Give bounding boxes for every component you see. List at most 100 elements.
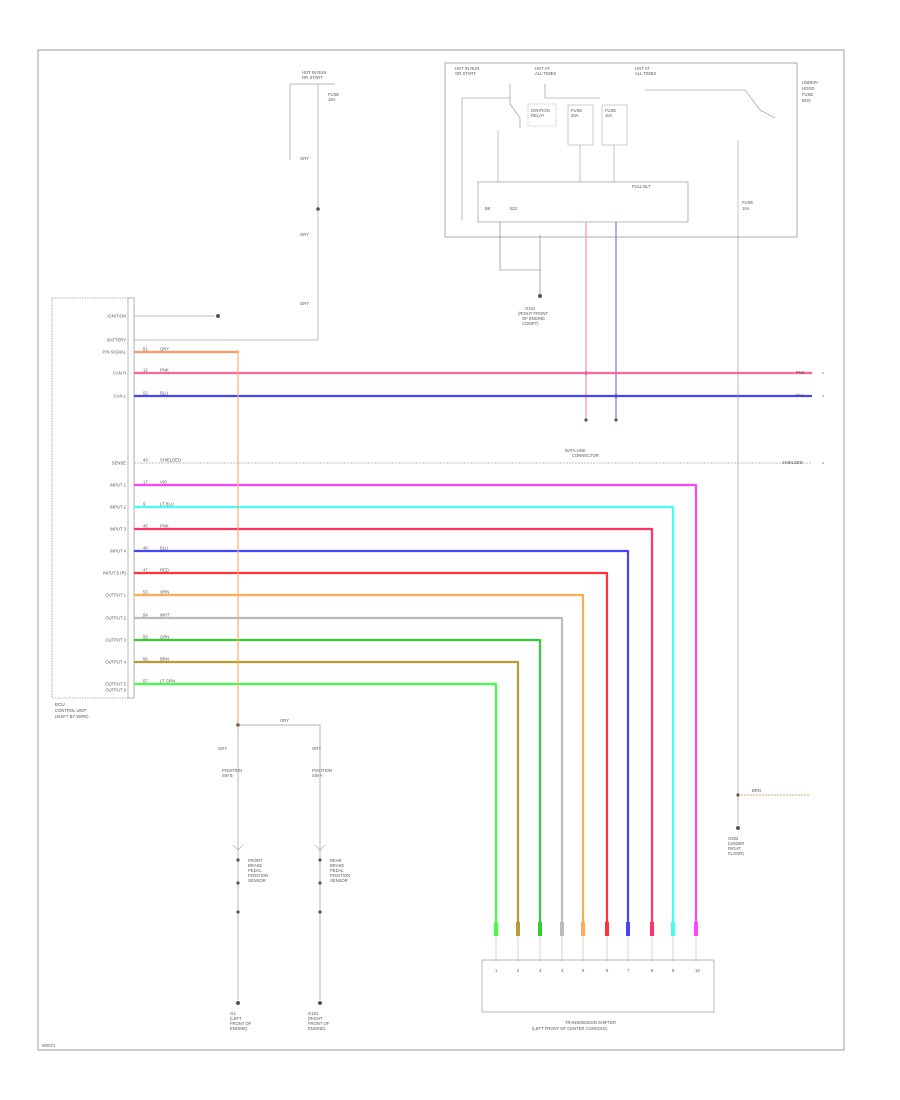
right-ground-wire-label: BRN: [752, 788, 761, 793]
wire-continuation-mark: »: [822, 394, 825, 399]
left-sw-wire: GRY: [218, 746, 227, 751]
fuse-hot-right-1: HOT AT: [635, 66, 650, 71]
ecm-wire-pin: 47: [143, 568, 148, 573]
shifter-wire-connector: [494, 922, 498, 936]
fuse-label-b: 15A: [328, 97, 336, 102]
ecm-pin-label: SENSE: [112, 461, 126, 466]
left-switch-1: FRONT: [248, 858, 263, 863]
shifter-wire-connector: [605, 922, 609, 936]
left-sw-dot-3: [236, 910, 240, 914]
mid-ground-label-2: (RIGHT FRONT: [518, 311, 548, 316]
ecm-wire: [134, 593, 585, 930]
right-ground-symbol-2: [318, 1001, 322, 1005]
ecm-wire-color: GRN: [160, 635, 169, 640]
mid-ground-label-4: COMPT): [522, 321, 539, 326]
ign-relay: [527, 103, 557, 127]
left-sw-symbol: [232, 844, 244, 851]
ecm-wire-pin: 57: [143, 679, 148, 684]
ecm-wire-pin: 55: [143, 635, 148, 640]
right-shield-label: SHIELDED: [782, 460, 803, 465]
ecm-wire-color: BRN: [160, 657, 169, 662]
left-gnd-1: G1: [230, 1011, 236, 1016]
mid-ground-label-3: OF ENGINE: [522, 316, 545, 321]
ecm-wire: [134, 549, 630, 930]
shifter-pin-label: 10: [695, 968, 700, 973]
mid-ground: G101 (RIGHT FRONT OF ENGINE COMPT): [499, 222, 548, 326]
ecm-pin-label: OUTPUT 3: [105, 638, 126, 643]
lower-left: GRY GRY POSITION SW B GRY POSITION SW A …: [218, 350, 350, 1031]
ecm-pin-strip: [127, 297, 135, 699]
fuse-pin-a: B9: [485, 206, 491, 211]
fuse-right-label-1: FUSE: [742, 200, 753, 205]
fuse-box-label-4: BOX: [802, 98, 811, 103]
ecm-wire-color: ORN: [160, 590, 169, 595]
hot-wire-label-3: GRY: [300, 301, 309, 306]
ecm-wire-color: GRY: [160, 347, 169, 352]
fuse-block-module: [477, 181, 689, 223]
ecm-wire: [134, 571, 609, 930]
hot-in-run-bracket: [289, 83, 335, 160]
fuse-box-label-2: HOOD: [802, 86, 815, 91]
hot-in-run-1: HOT IN RUN: [302, 70, 326, 75]
hot-in-run-splice: [316, 207, 320, 211]
ecm-pin-label: OUTPUT 6: [105, 688, 126, 693]
shifter-wire-connector: [671, 922, 675, 936]
fuse-right-label-2: 10A: [742, 206, 750, 211]
ecm-wire-color: WHT: [160, 613, 170, 618]
ecm-pin-label: OUTPUT 1: [105, 593, 126, 598]
shifter-pin-label: 1: [495, 968, 498, 973]
mid-ground-symbol: [538, 294, 542, 298]
fuse-block: HOT IN RUN OR START HOT AT ALL TIMES HOT…: [444, 62, 819, 238]
ign-relay-label-1: IGNITION: [531, 108, 550, 113]
right-sw-symbol: [314, 844, 326, 851]
mid-ground-label-1: G101: [525, 306, 536, 311]
fuse-hot-right-2: ALL TIMES: [635, 71, 656, 76]
shifter-pin-label: 8: [651, 968, 654, 973]
data-link-label-2: CONNECTOR: [572, 453, 599, 458]
hot-in-run-2: OR START: [302, 75, 323, 80]
page-frame: [37, 49, 845, 1051]
fuse-bus: [461, 84, 776, 220]
left-switch-3: PEDAL: [248, 868, 262, 873]
ign-relay-label-2: RELAY: [531, 113, 545, 118]
fuse-hot-mid-1: HOT AT: [535, 66, 550, 71]
right-ground-symbol: [736, 826, 740, 830]
shifter-wire-connector: [516, 922, 520, 936]
can-blu-term: [614, 418, 618, 422]
shifter-pin-label: 2: [517, 968, 520, 973]
ecm-wire-color: PNK: [160, 524, 169, 529]
hot-wire-label-1: GRY: [300, 156, 309, 161]
mid-ground-wire: [499, 222, 541, 294]
fuse-hot-left-2: OR START: [455, 71, 476, 76]
left-sw-label-2: SW B: [222, 773, 233, 778]
ecm-wire-pin: 51: [143, 347, 148, 352]
right-gnd-4: ENGINE): [308, 1026, 326, 1031]
right-ground-label-4: FLOOR): [728, 851, 744, 856]
ecm-label-1: ECU: [55, 702, 65, 707]
right-ground-label-1: G303: [728, 836, 739, 841]
left-ground-symbol: [236, 1001, 240, 1005]
ecm-wire: [134, 638, 542, 930]
ecm-wire-color: VIO: [160, 480, 168, 485]
ecm-wire-color: BLU: [160, 391, 168, 396]
fuse-block-box: [444, 62, 798, 238]
fuse-2-label-2: 20A: [571, 113, 579, 118]
ecm-wire: [134, 616, 564, 930]
fuse-3-label-1: FUSE: [605, 108, 616, 113]
fuse-pin-b: B12: [510, 206, 518, 211]
ecm-wire: [134, 682, 498, 930]
ecm-wire-color: SHIELDED: [160, 458, 181, 463]
left-switch-4: POSITION: [248, 873, 268, 878]
shifter-wire-connector: [626, 922, 630, 936]
ecm-wire-color: BLU: [160, 546, 168, 551]
fuse-label-a: FUSE: [328, 92, 339, 97]
right-switch-4: POSITION: [330, 873, 350, 878]
right-gnd-2: (RIGHT: [308, 1016, 323, 1021]
fuse-3-label-2: 10A: [605, 113, 613, 118]
right-blu-label: BLU: [796, 393, 804, 398]
shifter-pin-label: 5: [582, 968, 585, 973]
hot-wire-label-2: GRY: [300, 232, 309, 237]
